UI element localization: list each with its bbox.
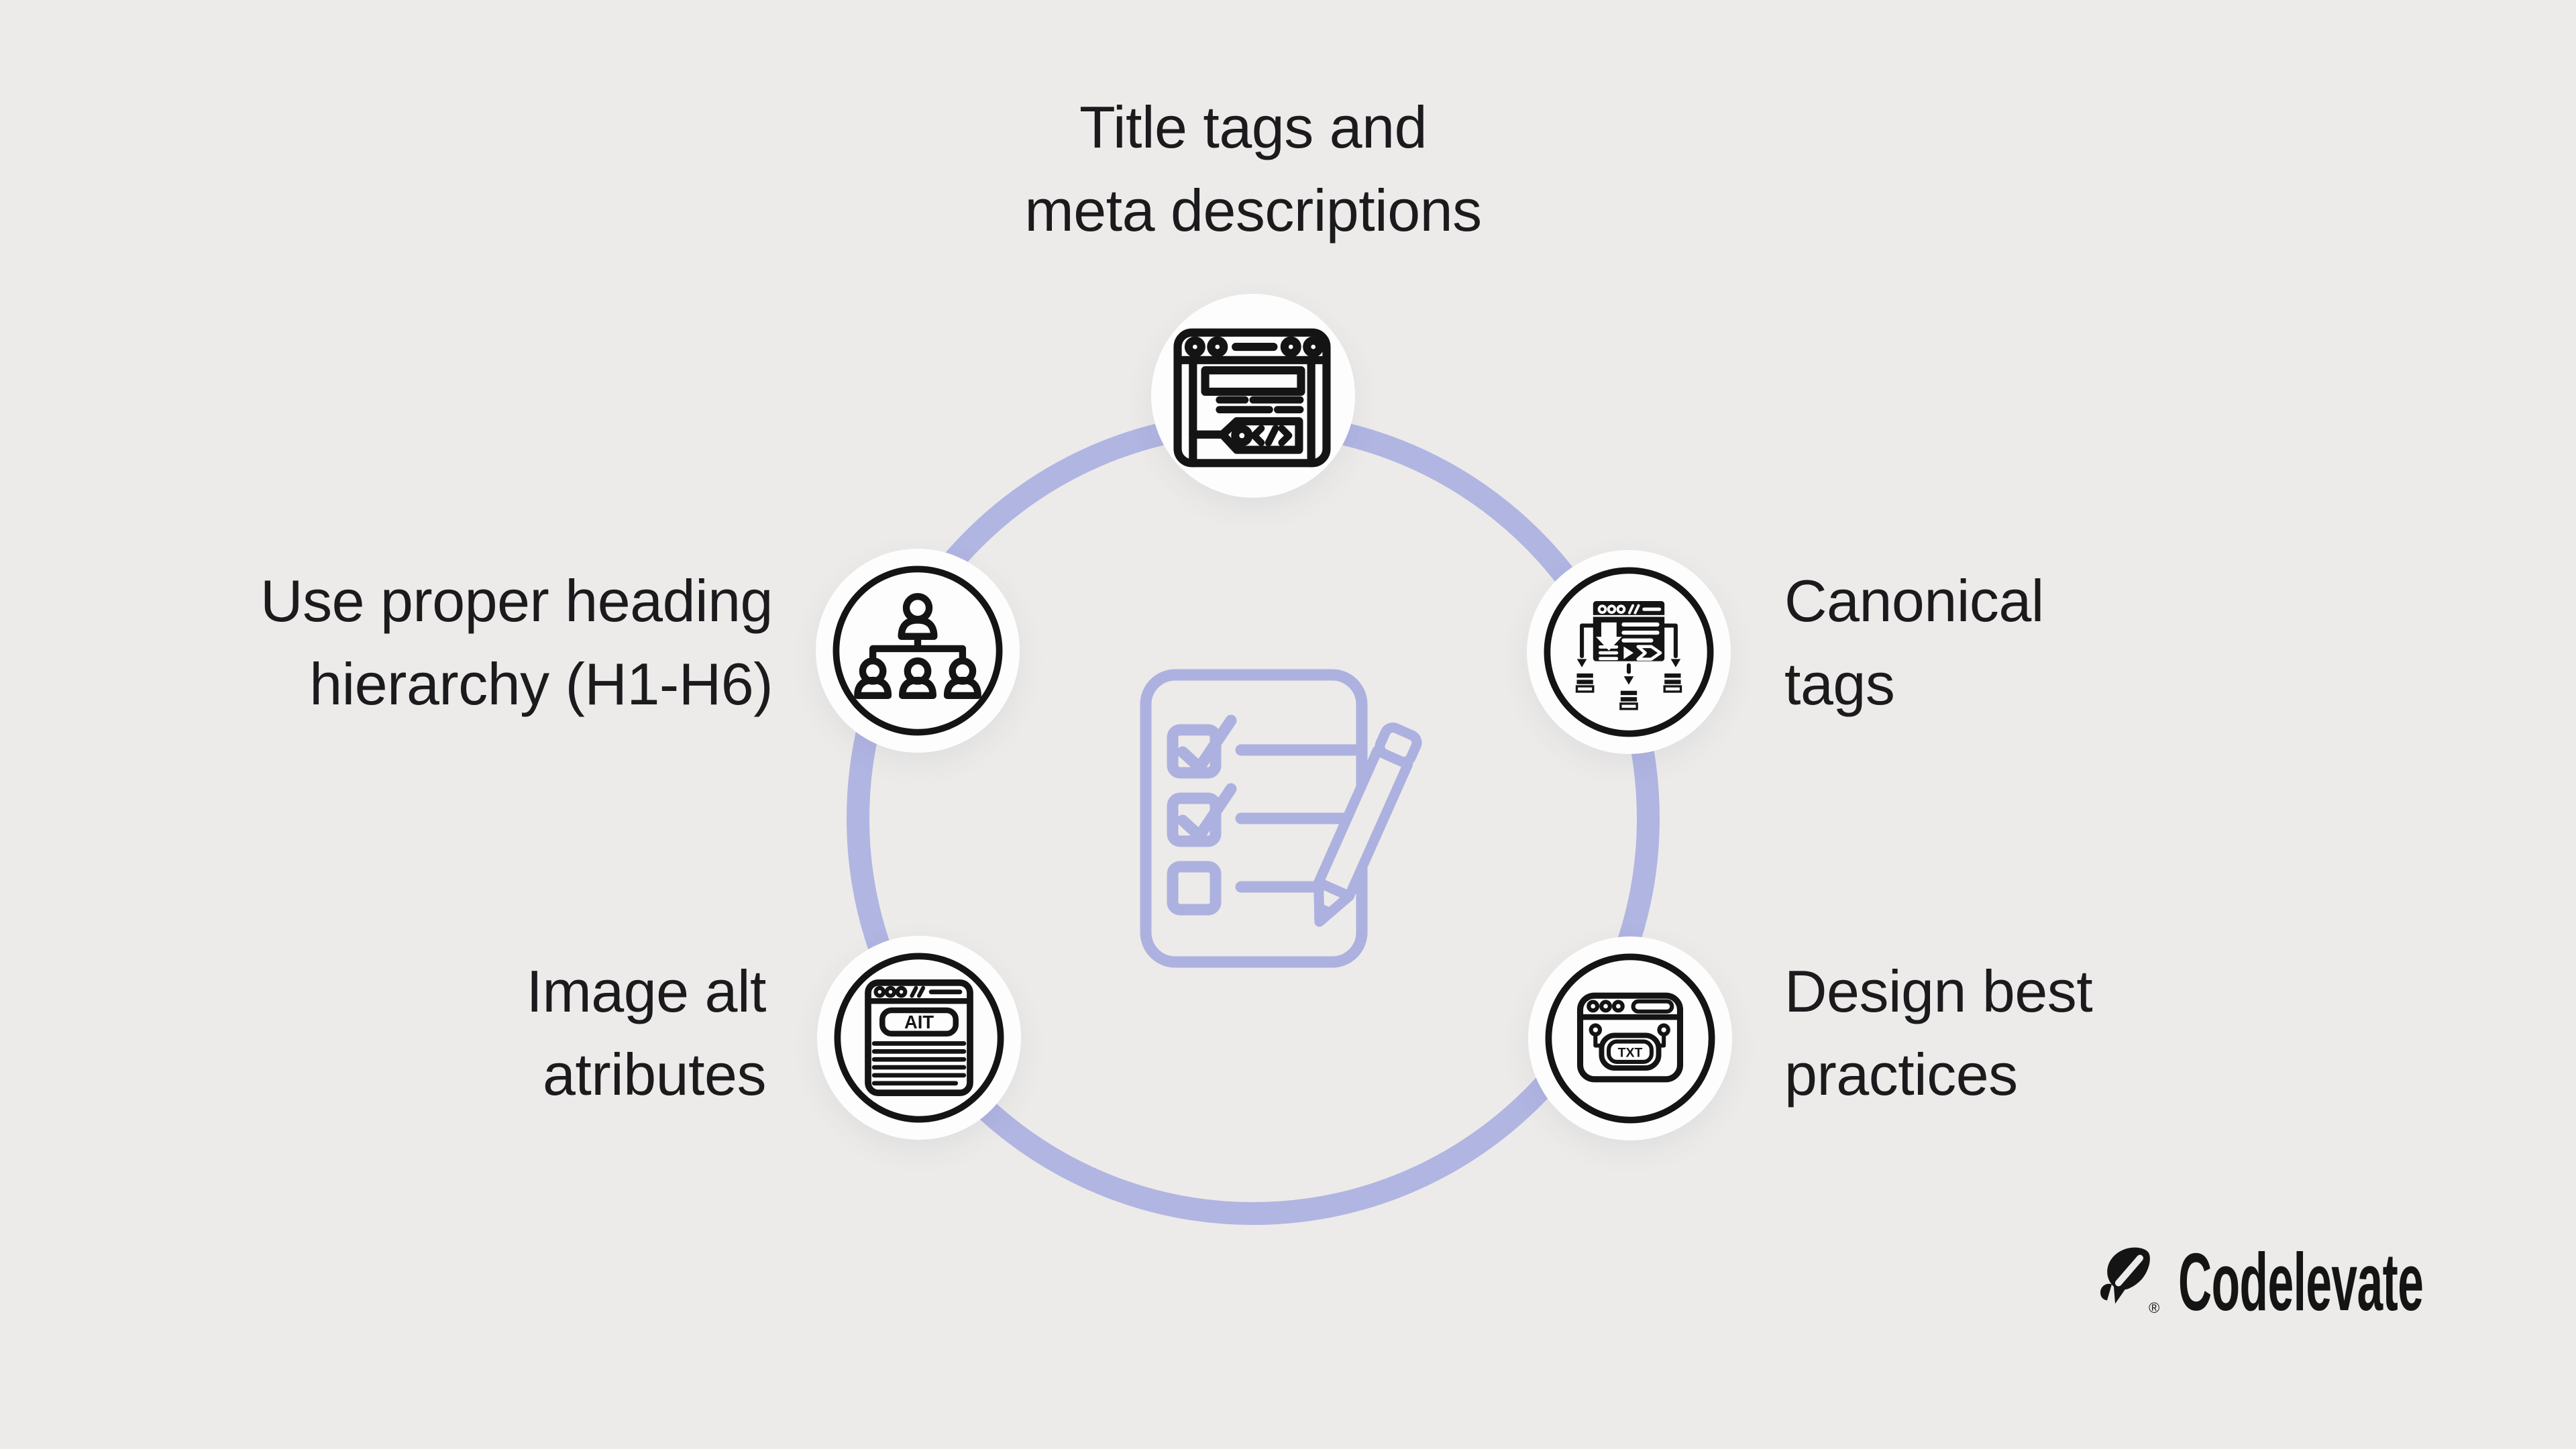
txt-box-label: TXT — [1618, 1045, 1643, 1060]
label-line: Canonical — [1784, 568, 2044, 634]
checklist-pencil-icon — [1140, 669, 1422, 968]
label-title-meta: Title tags and meta descriptions — [784, 86, 1723, 252]
label-heading-hierarchy: Use proper heading hierarchy (H1-H6) — [168, 559, 773, 726]
browser-txt-robot-icon: TXT — [1545, 953, 1715, 1124]
label-line: meta descriptions — [1024, 177, 1482, 244]
node-badge-canonical-tags — [1527, 550, 1731, 754]
node-badge-design-best: TXT — [1528, 936, 1732, 1140]
label-line: Title tags and — [1079, 94, 1428, 160]
node-badge-image-alt: AIT — [817, 936, 1021, 1140]
brand-logo: ® Codelevate — [2091, 1235, 2520, 1323]
browser-code-tag-icon — [1173, 328, 1331, 468]
label-line: Image alt — [526, 958, 767, 1024]
label-canonical-tags: Canonical tags — [1784, 559, 2422, 726]
alt-box-label: AIT — [904, 1012, 934, 1032]
rocket-icon — [2100, 1247, 2150, 1304]
canonical-tag-diagram-icon — [1544, 567, 1714, 737]
browser-alt-attribute-icon: AIT — [834, 953, 1004, 1123]
heading-hierarchy-icon — [833, 566, 1003, 736]
brand-wordmark: Codelevate — [2178, 1236, 2424, 1328]
label-line: Design best — [1784, 958, 2093, 1024]
label-line: Use proper heading — [260, 568, 773, 634]
registered-mark: ® — [2149, 1299, 2160, 1316]
node-badge-heading-hierarchy — [816, 549, 1020, 753]
node-badge-title-meta — [1151, 294, 1355, 498]
label-line: hierarchy (H1-H6) — [309, 651, 773, 717]
label-line: atributes — [542, 1041, 767, 1108]
label-design-best: Design best practices — [1784, 950, 2422, 1116]
label-line: practices — [1784, 1041, 2018, 1108]
label-line: tags — [1784, 651, 1895, 717]
label-image-alt: Image alt atributes — [161, 950, 767, 1116]
